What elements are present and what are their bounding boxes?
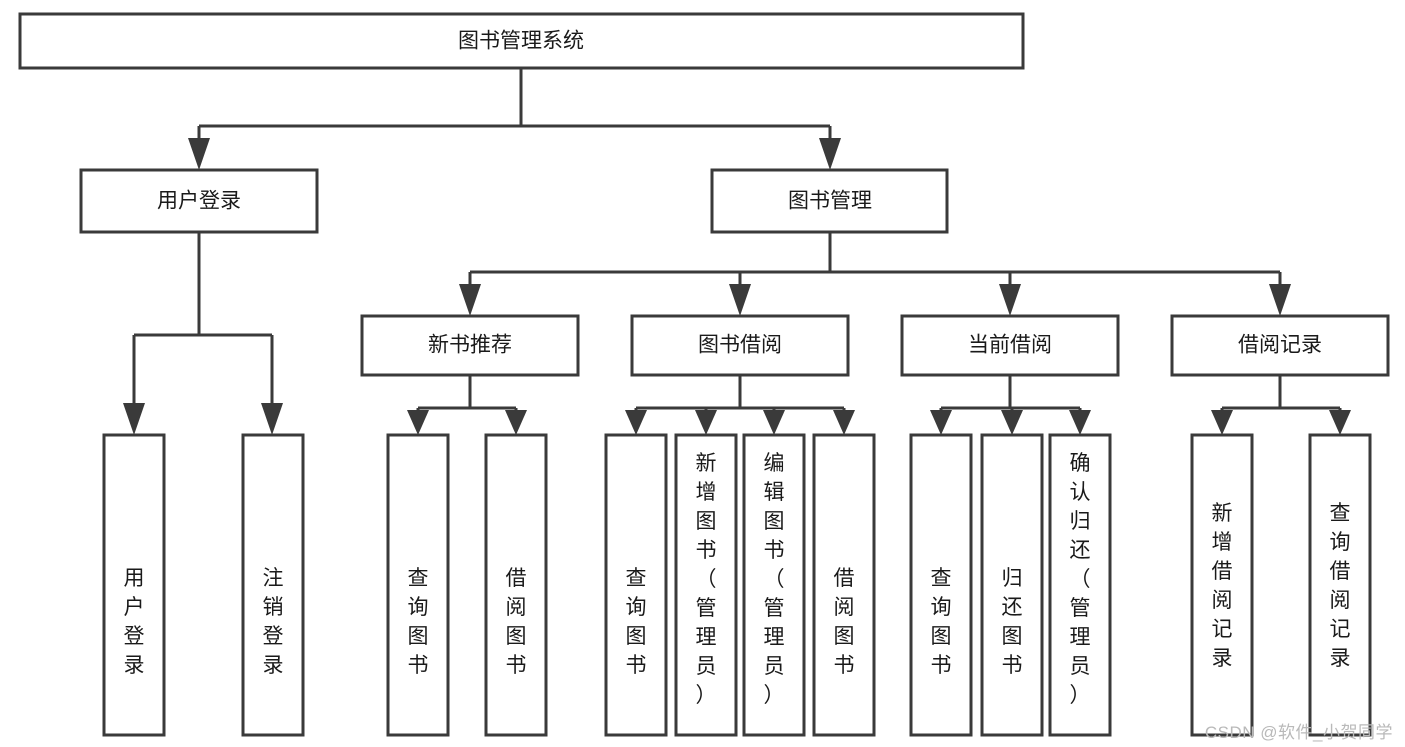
node-leaf-user-login-box[interactable] <box>102 433 166 737</box>
node-user-login[interactable]: 用户登录 <box>79 168 319 234</box>
node-current-borrow-label: 当前借阅 <box>968 334 1052 357</box>
arrow-to-leaf-return-book <box>1001 410 1023 435</box>
node-leaf-query-book-recommend-label: 查询图书 <box>408 567 429 677</box>
node-leaf-edit-book-admin[interactable]: 编辑图书（管理员） <box>742 433 806 737</box>
node-user-login-box[interactable] <box>79 168 319 234</box>
node-book-borrow[interactable]: 图书借阅 <box>630 314 850 377</box>
node-leaf-confirm-return-admin-label: 确认归还（管理员） <box>1070 452 1091 707</box>
node-leaf-query-borrow-record-label: 查询借阅记录 <box>1330 502 1351 670</box>
node-borrow-records[interactable]: 借阅记录 <box>1170 314 1390 377</box>
node-root[interactable]: 图书管理系统 <box>18 12 1025 70</box>
node-leaf-borrow-book-recommend[interactable]: 借阅图书 <box>484 433 548 737</box>
node-leaf-confirm-return-admin-box[interactable] <box>1048 433 1112 737</box>
node-leaf-query-book-borrow-box[interactable] <box>604 433 668 737</box>
node-leaf-return-book[interactable]: 归还图书 <box>980 433 1044 737</box>
arrow-to-leaf-add-book-admin <box>695 410 717 435</box>
node-book-borrow-box[interactable] <box>630 314 850 377</box>
node-leaf-add-book-admin[interactable]: 新增图书（管理员） <box>674 433 738 737</box>
node-leaf-edit-book-admin-box[interactable] <box>742 433 806 737</box>
node-leaf-edit-book-admin-label: 编辑图书（管理员） <box>764 452 785 707</box>
node-leaf-user-logout[interactable]: 注销登录 <box>241 433 305 737</box>
node-leaf-query-book-borrow[interactable]: 查询图书 <box>604 433 668 737</box>
node-book-management-box[interactable] <box>710 168 949 234</box>
node-leaf-query-book-current-label: 查询图书 <box>931 567 952 677</box>
node-leaf-borrow-book-recommend-label: 借阅图书 <box>506 567 527 677</box>
node-leaf-user-logout-label: 注销登录 <box>263 567 284 677</box>
node-leaf-add-book-admin-box[interactable] <box>674 433 738 737</box>
node-leaf-query-borrow-record[interactable]: 查询借阅记录 <box>1308 433 1372 737</box>
arrow-to-leaf-user-login <box>123 403 145 435</box>
nodes-layer: 图书管理系统 用户登录 图书管理 新书推荐 图书借阅 <box>18 12 1390 737</box>
node-leaf-query-book-current[interactable]: 查询图书 <box>909 433 973 737</box>
node-leaf-return-book-box[interactable] <box>980 433 1044 737</box>
arrow-to-leaf-borrow-book-recommend <box>505 410 527 435</box>
node-book-management[interactable]: 图书管理 <box>710 168 949 234</box>
node-leaf-add-book-admin-label: 新增图书（管理员） <box>696 452 717 707</box>
node-leaf-query-borrow-record-box[interactable] <box>1308 433 1372 737</box>
node-book-management-label: 图书管理 <box>788 190 872 213</box>
node-leaf-borrow-book[interactable]: 借阅图书 <box>812 433 876 737</box>
node-leaf-borrow-book-recommend-box[interactable] <box>484 433 548 737</box>
connectors-layer <box>123 68 1351 435</box>
node-leaf-query-book-current-box[interactable] <box>909 433 973 737</box>
arrow-to-leaf-confirm-return-admin <box>1069 410 1091 435</box>
arrow-to-leaf-edit-book-admin <box>763 410 785 435</box>
node-current-borrow-box[interactable] <box>900 314 1120 377</box>
arrow-to-leaf-query-book-recommend <box>407 410 429 435</box>
node-user-login-label: 用户登录 <box>157 190 241 213</box>
node-borrow-records-box[interactable] <box>1170 314 1390 377</box>
node-leaf-add-borrow-record-label: 新增借阅记录 <box>1212 502 1233 670</box>
node-root-box[interactable] <box>18 12 1025 70</box>
arrow-to-book-borrow <box>729 284 751 316</box>
node-current-borrow[interactable]: 当前借阅 <box>900 314 1120 377</box>
node-leaf-borrow-book-box[interactable] <box>812 433 876 737</box>
node-leaf-user-login[interactable]: 用户登录 <box>102 433 166 737</box>
arrow-to-current-borrow <box>999 284 1021 316</box>
arrow-to-leaf-add-borrow-record <box>1211 410 1233 435</box>
node-leaf-add-borrow-record[interactable]: 新增借阅记录 <box>1190 433 1254 737</box>
arrow-to-leaf-query-borrow-record <box>1329 410 1351 435</box>
arrow-to-leaf-user-logout <box>261 403 283 435</box>
node-borrow-records-label: 借阅记录 <box>1238 334 1322 357</box>
node-leaf-confirm-return-admin[interactable]: 确认归还（管理员） <box>1048 433 1112 737</box>
arrow-to-leaf-query-book-borrow <box>625 410 647 435</box>
node-leaf-query-book-recommend[interactable]: 查询图书 <box>386 433 450 737</box>
arrow-to-leaf-query-book-current <box>930 410 952 435</box>
arrow-to-new-book-recommend <box>459 284 481 316</box>
node-leaf-return-book-label: 归还图书 <box>1002 567 1023 677</box>
node-new-book-recommend[interactable]: 新书推荐 <box>360 314 580 377</box>
node-new-book-recommend-label: 新书推荐 <box>428 334 512 357</box>
node-leaf-add-borrow-record-box[interactable] <box>1190 433 1254 737</box>
arrow-to-book-management <box>819 138 841 170</box>
node-leaf-query-book-recommend-box[interactable] <box>386 433 450 737</box>
csdn-watermark: CSDN @软件_小贺同学 <box>1204 723 1393 742</box>
arrow-to-user-login <box>188 138 210 170</box>
node-root-label: 图书管理系统 <box>458 30 584 53</box>
arrow-to-borrow-records <box>1269 284 1291 316</box>
node-leaf-user-login-label: 用户登录 <box>124 567 145 677</box>
node-leaf-query-book-borrow-label: 查询图书 <box>626 567 647 677</box>
arrow-to-leaf-borrow-book <box>833 410 855 435</box>
node-book-borrow-label: 图书借阅 <box>698 334 782 357</box>
node-leaf-user-logout-box[interactable] <box>241 433 305 737</box>
node-new-book-recommend-box[interactable] <box>360 314 580 377</box>
node-leaf-borrow-book-label: 借阅图书 <box>834 567 855 677</box>
